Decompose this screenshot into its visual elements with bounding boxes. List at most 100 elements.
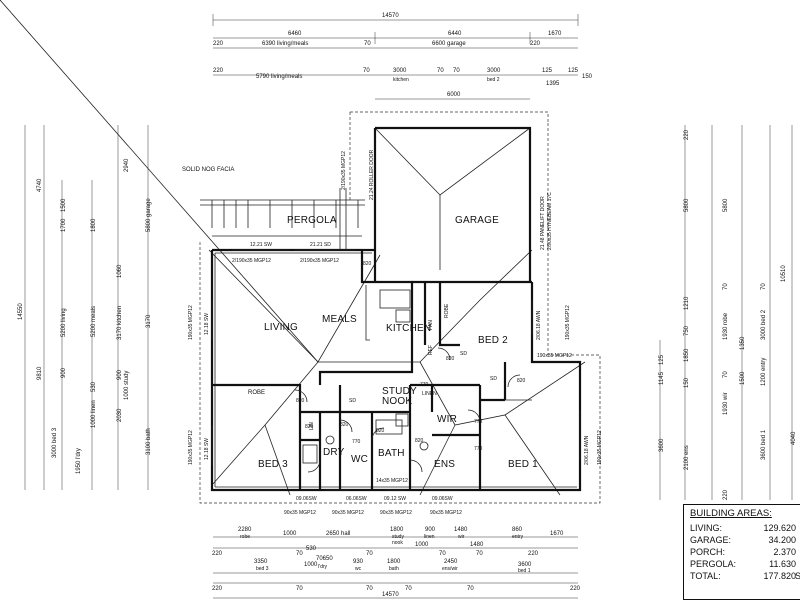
dim-right-b3: 70 [723,371,729,378]
dim-top-5: 6390 living/meals [262,41,308,47]
door-width-6: 770 [352,439,361,445]
room-pergola: PERGOLA [287,215,337,226]
door-width-11: 820 [415,438,424,444]
dim-top-22: 6000 [447,92,461,98]
note-window-21-21: 21.21 SD [310,242,331,248]
pergola [200,188,365,250]
door-width-3: 820 [305,424,314,430]
door-swings [294,347,521,473]
dim-bot-misc-1: 70650 [316,556,333,562]
dim-left-a: 4740 [37,178,43,192]
dim-top-14: 70 [437,68,444,74]
dim-left-e7: 2030 [117,408,123,422]
note-bottom-window-4: 09.06SW [432,496,453,502]
dim-bot-12: 860 [512,527,523,533]
dim-bot-misc-2: l'dry [318,564,328,570]
bottom-dimensions: 2280 robe 1000 2650 hall 1800 study nook… [212,527,581,599]
note-awning-7: 2/06.18 AWN [584,435,590,465]
room-meals: MEALS [322,314,357,325]
note-hynebeam: 2/90x35 HYNEBEAM 17C [547,192,553,250]
room-nook: NOOK [382,396,412,407]
dim-top-2: 6440 [448,31,462,37]
left-dimensions: 14550 4740 9810 2940 5200 living 5200 me… [18,125,152,490]
room-bath: BATH [378,448,405,459]
area-row-pergola: PERGOLA: 11.630 [690,559,800,570]
smoke-detector-2: SD [460,351,467,357]
building-areas-table: BUILDING AREAS: LIVING: 129.620 GARAGE: … [683,504,800,600]
dim-right-a11: 1930 wir [723,392,729,415]
dim-top-15: 70 [453,68,460,74]
dim-bot-9: linen [424,534,435,540]
area-row-total: TOTAL: 177.820 [690,571,800,582]
dim-left-e4: 5800 garage [146,198,152,232]
smoke-detector-3: SD [490,376,497,382]
area-value: 11.630 [769,559,796,569]
roof-outline [199,111,601,504]
dim-left-overall: 14550 [18,303,24,320]
note-awning-5: 2/06.18 AWN [536,310,542,340]
area-label: PERGOLA: [690,559,737,569]
external-walls [210,126,582,492]
note-bottom-window-1: 09.06SW [296,496,317,502]
dim-right-a1: 5800 [684,198,690,212]
room-living: LIVING [264,322,298,333]
dim-bot-16: 70 [366,551,373,557]
dim-left-d3: 3170 kitchen [117,306,123,340]
dim-right-a10: 1200 entry [761,358,767,386]
note-bath-lintel: 14x35 MGP12 [376,478,408,484]
area-value: 129.620 [763,523,796,533]
dim-right-a8: 2100 ens [684,445,690,470]
dim-right-b2: 70 [723,283,729,290]
dim-top-6: 70 [364,41,371,47]
dim-bot-37: 70 [467,586,474,592]
dim-right-b4: 70 [761,283,767,290]
note-bottom-lintel-4: 90x35 MGP12 [430,510,462,516]
label-ref: REF [428,345,434,355]
door-width-1: 820 [363,261,372,267]
dim-left-e13: 530 [91,381,97,392]
building-areas-title: BUILDING AREAS: [690,508,772,519]
note-lintel-5: 190x35 MGP12 [565,305,571,340]
room-wir: WIR [437,414,457,425]
dim-right-b5: 125 [659,354,665,365]
dim-left-e14: 900 [61,367,67,378]
dim-top-4: 220 [213,41,224,47]
dim-top-8: 220 [530,41,541,47]
dim-overall-top: 14570 [382,13,399,19]
dim-top-3: 1670 [548,31,562,37]
note-bottom-window-3: 09.12 SW [384,496,406,502]
dim-right-a6: 750 [684,325,690,336]
note-lintel-2: 2/190x35 MGP12 [300,258,339,264]
dim-bot-18: 70 [476,551,483,557]
note-bottom-lintel-1: 90x35 MGP12 [284,510,316,516]
dim-top-21: 150 [582,74,593,80]
area-row-porch: PORCH: 2.370 [690,547,800,558]
dim-top-20: 125 [568,68,579,74]
roof-hips [0,0,586,496]
dim-right-a3: 3000 bed 2 [761,309,767,340]
room-bed-3: BED 3 [258,459,288,470]
right-dimensions: 10510 5800 5800 3000 bed 2 1930 robe 121… [659,125,797,500]
dim-right-a9: 1500 [740,371,746,385]
door-width-2: 820 [296,398,305,404]
door-width-12: 770 [474,446,483,452]
smoke-detector-1: SD [349,398,356,404]
dim-bot-36: 70 [405,586,412,592]
door-width-10: 820 [517,378,526,384]
dim-bot-6: study [392,534,404,540]
annotations: SOLID NOG FACIA 2/190x35 MGP12 21.24 ROL… [182,149,603,516]
dim-left-e3: 1800 [91,218,97,232]
dim-right-b7: 220 [723,489,729,500]
note-window-3: 12.18 SW [204,313,210,335]
room-robe: ROBE [248,390,265,396]
dim-bot-overall: 14570 [382,592,399,598]
door-width-8: 770 [420,382,429,388]
area-label: PORCH: [690,547,726,557]
area-value: 2.370 [773,547,796,557]
dim-left-d1: 5200 living [61,308,67,337]
dim-top-16: 3000 [487,68,501,74]
dim-top-17: bed 2 [487,77,500,83]
dim-bot-5: 1800 [390,527,404,533]
note-window-4: 12.18 SW [204,438,210,460]
